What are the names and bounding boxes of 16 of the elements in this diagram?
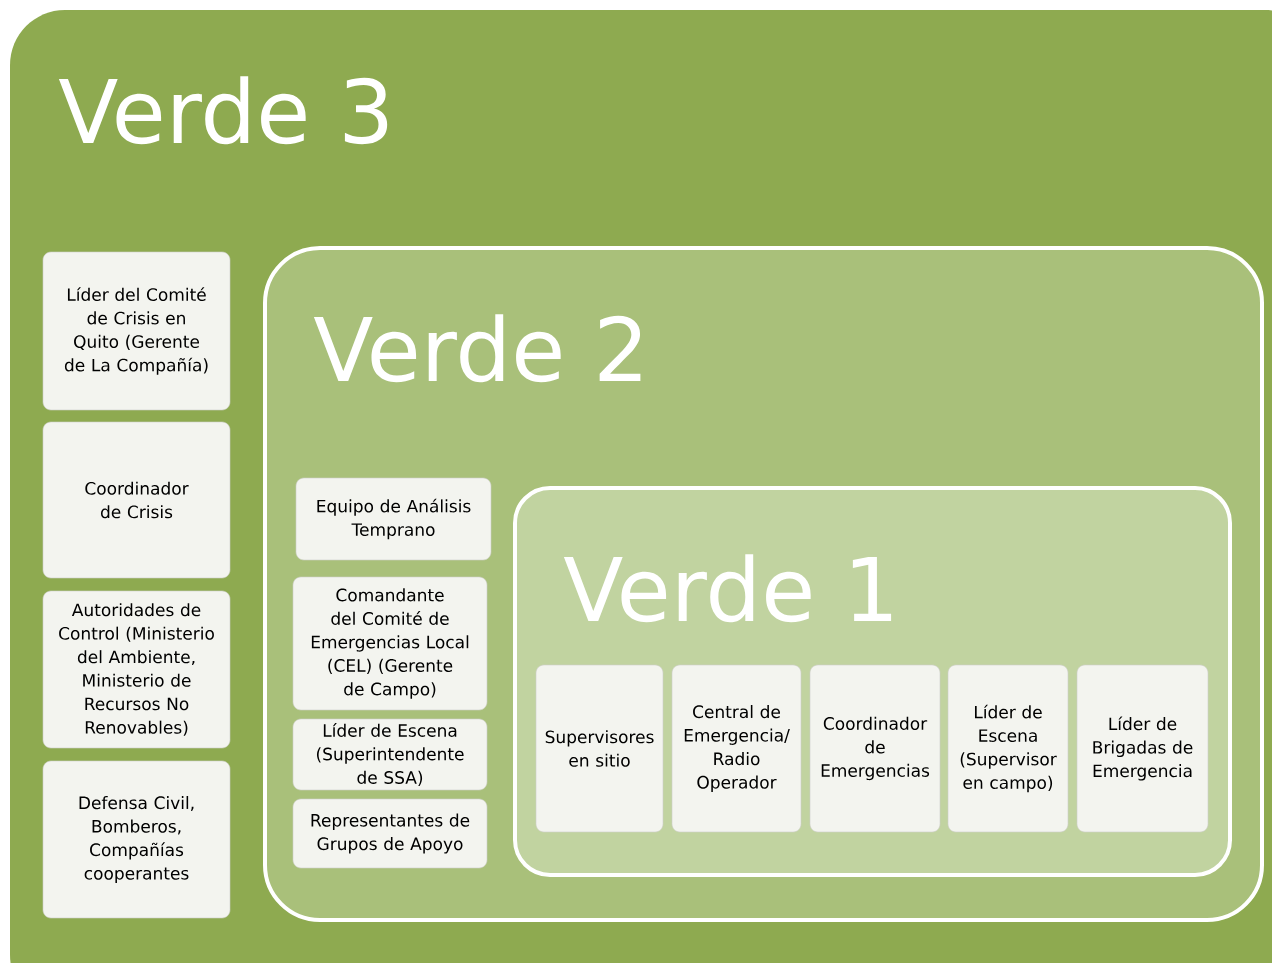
role-box: Coordinador de Crisis	[42, 421, 231, 579]
role-box: Supervisores en sitio	[535, 664, 664, 833]
role-box: Representantes de Grupos de Apoyo	[292, 798, 488, 869]
role-box: Equipo de Análisis Temprano	[295, 477, 492, 561]
role-box: Central de Emergencia/ Radio Operador	[671, 664, 802, 833]
role-box: Comandante del Comité de Emergencias Local (CEL) (Gerente de Campo)	[292, 576, 488, 711]
role-box: Líder de Escena (Supervisor en campo)	[947, 664, 1069, 833]
panel-title: Verde 1	[563, 554, 892, 623]
panel-title: Verde 3	[58, 76, 388, 145]
panel-title: Verde 2	[313, 314, 641, 383]
role-box: Líder de Escena (Superintendente de SSA)	[292, 718, 488, 791]
role-box: Coordinador de Emergencias	[809, 664, 941, 833]
role-box: Líder de Brigadas de Emergencia	[1076, 664, 1209, 833]
role-box: Líder del Comité de Crisis en Quito (Gerente de La Compañía)	[42, 251, 231, 411]
role-box: Defensa Civil, Bomberos, Compañías cooperantes	[42, 760, 231, 919]
role-box: Autoridades de Control (Ministerio del Ambiente, Ministerio de Recursos No Renovables)	[42, 590, 231, 749]
